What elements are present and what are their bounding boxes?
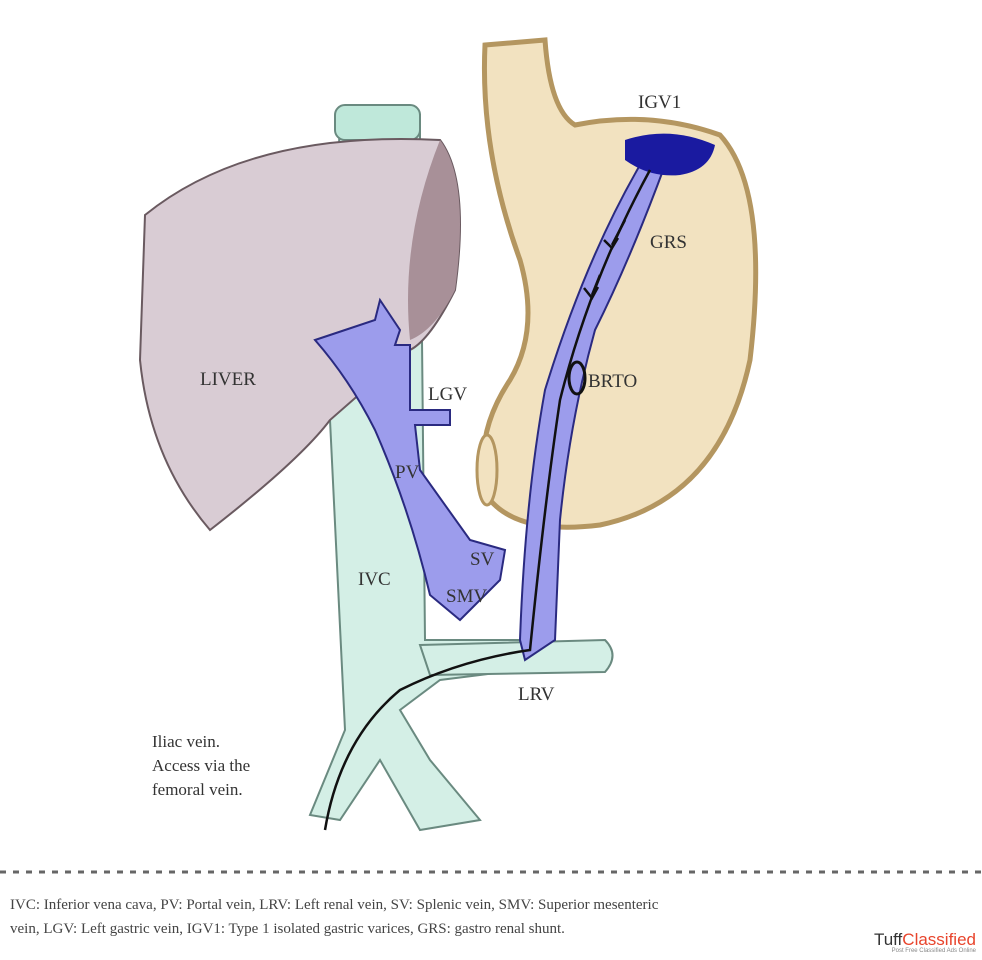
caption-line: IVC: Inferior vena cava, PV: Portal vein… [10,897,659,913]
stomach-shape [480,37,759,530]
portal-vein-shape [313,297,507,622]
watermark-brand: Classified [902,930,976,949]
catheter-line [323,169,652,831]
label-smv: SMV [446,586,487,607]
label-grs: GRS [650,232,687,253]
lrv-shape [418,638,614,677]
iliac-note-line: femoral vein. [152,780,243,799]
grs-shape [518,164,667,662]
label-lrv: LRV [518,684,555,705]
liver-shape [138,137,461,532]
watermark-tagline: Post Free Classified Ads Online [891,948,976,954]
liver-cut [408,140,460,340]
ivc-top [334,104,421,141]
iliac-note: Iliac vein. Access via the femoral vein. [152,730,250,802]
watermark-prefix: Tuff [873,930,903,949]
label-brto: BRTO [588,371,637,392]
label-sv: SV [470,549,495,570]
label-ivc: IVC [358,569,391,590]
stomach-pylorus [475,433,499,507]
label-lgv: LGV [428,384,467,405]
watermark: TuffClassified Post Free Classified Ads … [874,930,976,954]
label-liver: LIVER [200,369,256,390]
caption-line: vein, LGV: Left gastric vein, IGV1: Type… [10,921,565,937]
label-pv: PV [395,462,420,483]
iliac-note-line: Access via the [152,756,251,775]
varix-shape [625,133,715,176]
flow-arrow-icon [583,219,627,301]
iliac-note-line: Iliac vein. [152,732,220,751]
brto-balloon [567,360,587,396]
label-igv1: IGV1 [638,92,681,113]
